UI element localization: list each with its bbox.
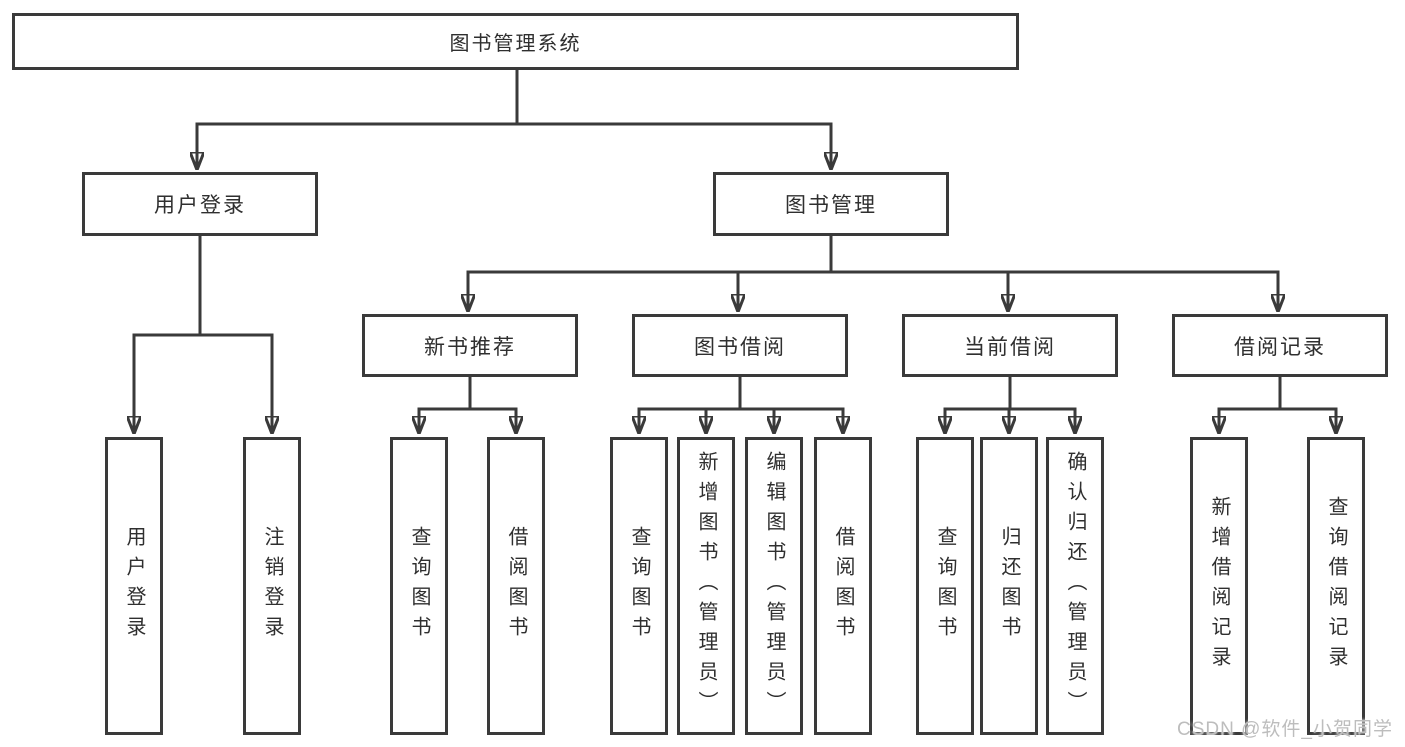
node-label: 查询借阅记录 [1325, 496, 1347, 676]
node-new-book-recommend: 新书推荐 [362, 314, 578, 377]
watermark: CSDN @软件_小贺同学 [1177, 719, 1393, 740]
node-library-management-system: 图书管理系统 [12, 13, 1019, 70]
node-label: 借阅记录 [1234, 335, 1326, 359]
node-label: 注销登录 [261, 526, 283, 646]
node-label: 确认归还（管理员） [1064, 451, 1086, 721]
node-book-management: 图书管理 [713, 172, 949, 236]
node-label: 图书管理系统 [449, 33, 582, 55]
node-label: 查询图书 [934, 526, 956, 646]
node-label: 查询图书 [628, 526, 650, 646]
node-label: 用户登录 [154, 194, 246, 217]
leaf-return-book: 归还图书 [980, 437, 1038, 735]
leaf-borrow-books-1: 借阅图书 [487, 437, 545, 735]
node-label: 图书管理 [785, 194, 877, 217]
leaf-edit-book-admin: 编辑图书（管理员） [745, 437, 803, 735]
node-label: 用户登录 [123, 526, 145, 646]
leaf-query-books-3: 查询图书 [916, 437, 974, 735]
leaf-query-books-1: 查询图书 [390, 437, 448, 735]
node-book-borrowing: 图书借阅 [632, 314, 848, 377]
node-label: 图书借阅 [694, 335, 786, 359]
leaf-user-login: 用户登录 [105, 437, 163, 735]
node-label: 新增图书（管理员） [695, 451, 717, 721]
node-label: 查询图书 [408, 526, 430, 646]
leaf-add-borrow-record: 新增借阅记录 [1190, 437, 1248, 735]
node-user-login: 用户登录 [82, 172, 318, 236]
node-label: 借阅图书 [832, 526, 854, 646]
node-current-borrowing: 当前借阅 [902, 314, 1118, 377]
leaf-query-books-2: 查询图书 [610, 437, 668, 735]
leaf-add-book-admin: 新增图书（管理员） [677, 437, 735, 735]
node-label: 归还图书 [998, 526, 1020, 646]
leaf-borrow-books-2: 借阅图书 [814, 437, 872, 735]
node-label: 当前借阅 [964, 335, 1056, 359]
leaf-confirm-return-admin: 确认归还（管理员） [1046, 437, 1104, 735]
node-label: 新书推荐 [424, 335, 516, 359]
node-label: 新增借阅记录 [1208, 496, 1230, 676]
leaf-logout-login: 注销登录 [243, 437, 301, 735]
node-borrowing-records: 借阅记录 [1172, 314, 1388, 377]
leaf-query-borrow-record: 查询借阅记录 [1307, 437, 1365, 735]
node-label: 编辑图书（管理员） [763, 451, 785, 721]
node-label: 借阅图书 [505, 526, 527, 646]
